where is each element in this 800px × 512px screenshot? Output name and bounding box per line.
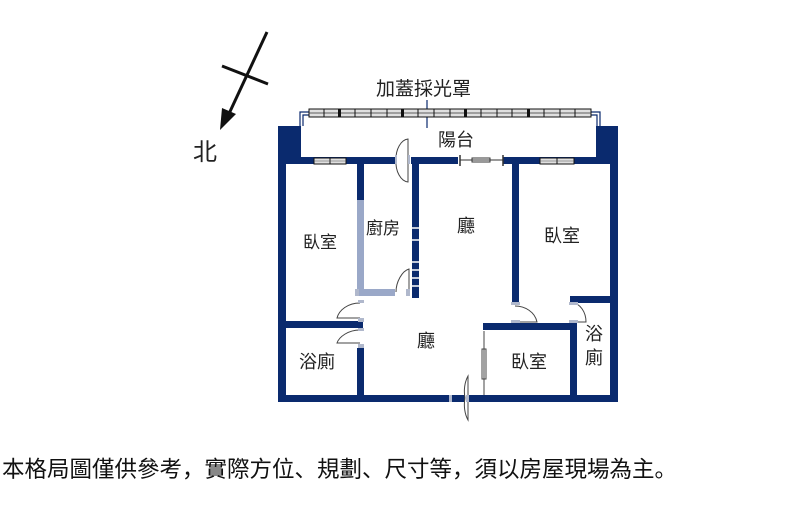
skylight-frame [299,111,601,127]
disclaimer-text: 本格局圖僅供參考，實際方位、規劃、尺寸等，須以房屋現場為主。 [2,457,678,483]
north-arrow-icon [220,31,269,130]
room-label-balcony: 陽台 [438,130,474,151]
interior-walls [286,164,610,402]
room-label-living-upper: 廳 [457,216,475,237]
room-label-living-lower: 廳 [417,331,435,352]
door-hinges [355,155,578,402]
room-label-bath-east-1: 浴 [585,324,603,345]
kitchen-counter-hatch [412,227,419,287]
doors [336,138,587,422]
window-east-bedroom [539,157,575,165]
room-label-bedroom-south: 臥室 [511,352,547,373]
room-label-kitchen: 廚房 [366,218,400,239]
kitchen-partition [357,200,395,296]
room-label-bedroom-west: 臥室 [303,233,337,253]
north-label: 北 [193,138,217,166]
room-label-bedroom-east: 臥室 [544,226,580,247]
window-west-bedroom [313,157,347,165]
room-label-bath-west: 浴廁 [299,351,335,373]
skylight-label: 加蓋採光罩 [376,78,471,100]
sliding-door-balcony [459,155,504,166]
room-label-bath-east-2: 廁 [585,347,603,369]
skylight-window-strip [308,108,592,118]
